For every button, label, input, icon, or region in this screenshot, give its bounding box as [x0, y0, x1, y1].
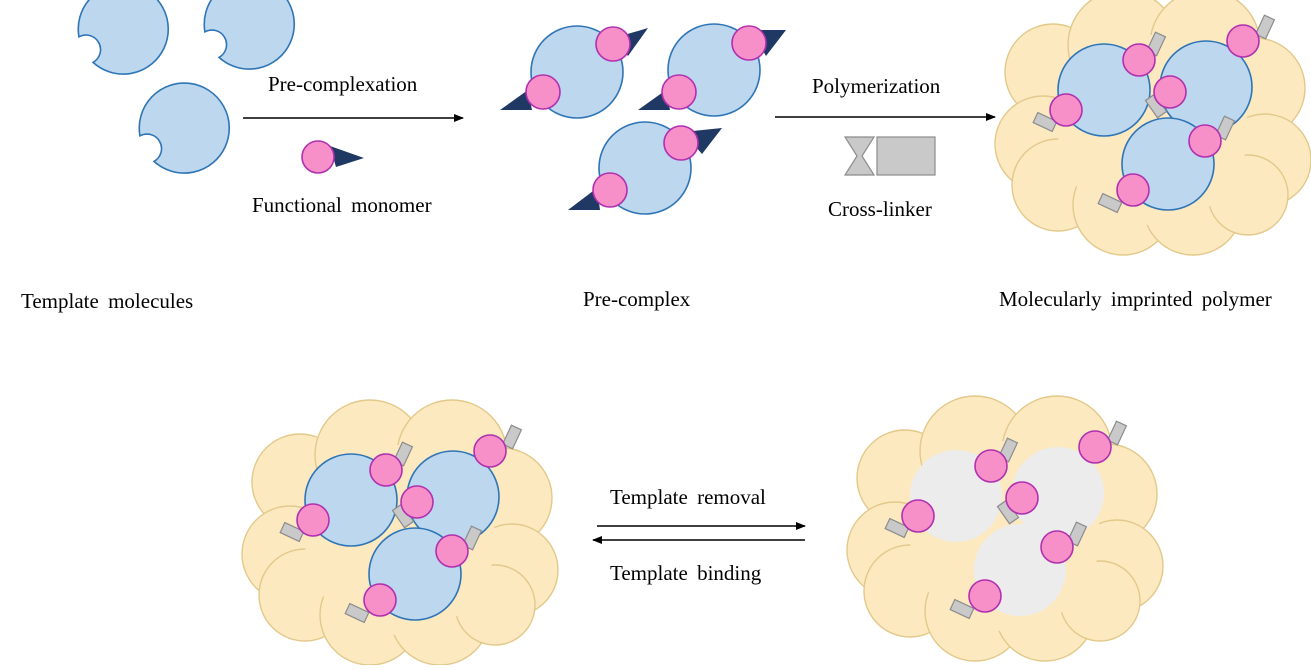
pre-complex-unit	[638, 23, 786, 117]
functional-monomer	[901, 499, 935, 533]
stage-label-template-molecules: Template molecules	[21, 289, 194, 313]
stage-label-mip: Molecularly imprinted polymer	[999, 287, 1272, 311]
monomer-head-icon	[330, 146, 364, 167]
mip-with-cavities	[846, 395, 1164, 662]
stage-label-pre-complex: Pre-complex	[583, 287, 691, 311]
functional-monomer	[1078, 430, 1112, 464]
functional-monomer	[731, 25, 767, 61]
monomer-head-icon	[568, 188, 600, 210]
cross-linker-icon	[1032, 111, 1058, 133]
functional-monomer	[1049, 93, 1083, 127]
mip-top	[994, 0, 1311, 256]
functional-monomer	[473, 434, 507, 468]
step-label-polymerization: Polymerization	[812, 74, 941, 98]
mip-with-templates	[241, 399, 559, 666]
monomer-head-icon	[500, 90, 532, 110]
cross-linker-icon	[1254, 14, 1276, 40]
template-molecule	[77, 0, 170, 75]
cross-linker-icon	[1106, 420, 1128, 446]
functional-monomer	[1226, 24, 1260, 58]
functional-monomer	[974, 449, 1008, 483]
cross-linker-legend	[843, 136, 936, 176]
functional-monomer-legend	[301, 140, 364, 174]
step-label-template-binding: Template binding	[610, 561, 762, 585]
monomer-icon	[301, 140, 335, 174]
template-molecule	[203, 0, 296, 70]
cross-linker-icon	[279, 521, 305, 543]
template-molecule	[138, 82, 231, 174]
functional-monomer	[1116, 173, 1150, 207]
pre-complex-unit	[500, 25, 648, 119]
legend-label-functional-monomer: Functional monomer	[252, 193, 432, 217]
functional-monomer	[1153, 75, 1187, 109]
cross-linker-icon	[949, 598, 975, 620]
cross-linker-icon	[1097, 192, 1123, 214]
functional-monomer	[968, 579, 1002, 613]
functional-monomer	[661, 74, 697, 110]
functional-monomer	[595, 26, 631, 62]
functional-monomer	[525, 74, 561, 110]
cross-linker-icon	[843, 136, 876, 176]
functional-monomer	[1005, 481, 1039, 515]
cross-linker-icon	[344, 602, 370, 624]
step-label-template-removal: Template removal	[610, 485, 766, 509]
step-label-pre-complexation: Pre-complexation	[268, 72, 418, 96]
cross-linker-icon	[876, 136, 936, 176]
functional-monomer	[1040, 530, 1074, 564]
functional-monomer	[1188, 124, 1222, 158]
functional-monomer	[663, 125, 699, 161]
legend-label-cross-linker: Cross-linker	[828, 197, 932, 221]
functional-monomer	[369, 453, 403, 487]
functional-monomer	[363, 583, 397, 617]
template-molecules-group	[77, 0, 296, 174]
monomer-head-icon	[614, 28, 648, 56]
functional-monomer	[435, 534, 469, 568]
functional-monomer	[296, 503, 330, 537]
functional-monomer	[592, 172, 628, 208]
functional-monomer	[400, 485, 434, 519]
cross-linker-icon	[501, 424, 523, 450]
pre-complex-unit	[568, 121, 722, 215]
cross-linker-icon	[884, 517, 910, 539]
functional-monomer	[1122, 43, 1156, 77]
pre-complex-group	[500, 23, 786, 215]
imprinted-cavity	[1012, 447, 1104, 539]
